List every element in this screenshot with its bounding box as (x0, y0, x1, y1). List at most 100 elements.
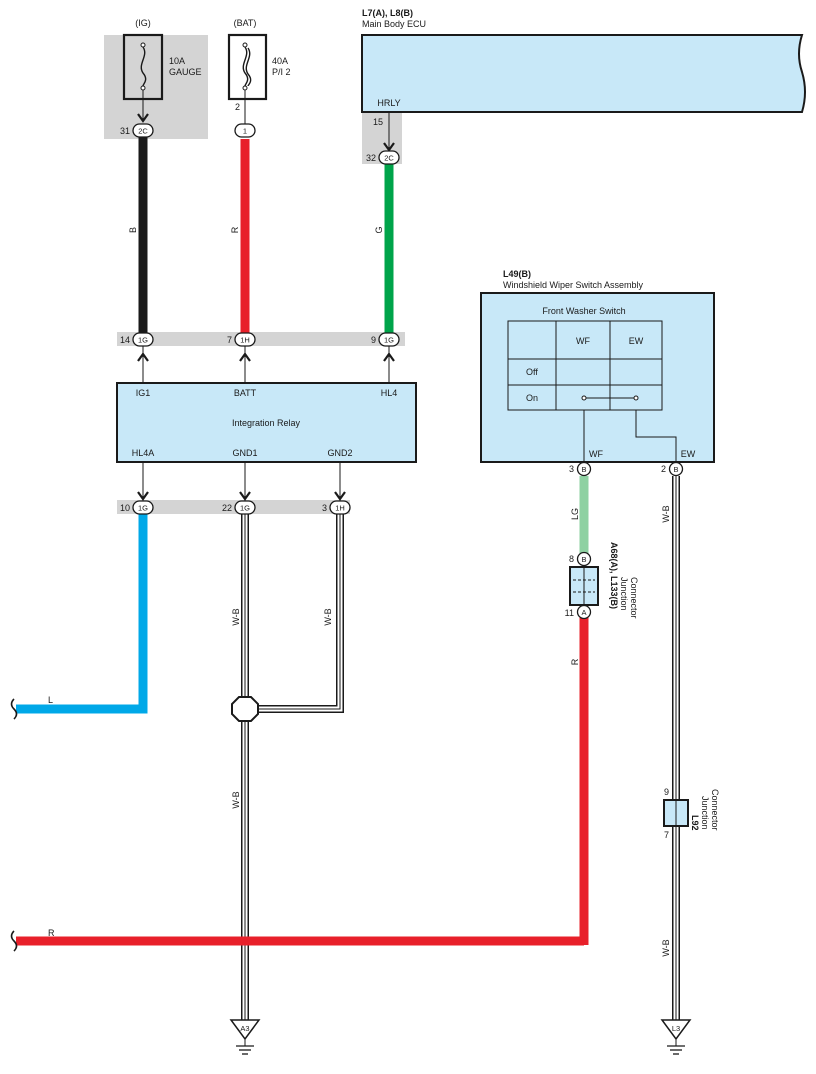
connector-code: B (673, 465, 678, 474)
pin-number: 14 (120, 335, 130, 345)
main-body-ecu: L7(A), L8(B) Main Body ECU HRLY 15 32 2C (361, 8, 806, 165)
junction-label: Junction (619, 577, 629, 611)
fuse-source-label: (IG) (135, 18, 151, 28)
bat-fuse: (BAT) 40A P/I 2 2 1 (227, 18, 291, 138)
connector-code: 1H (240, 336, 250, 345)
connector-capsule (329, 500, 351, 515)
junction-connector-a68: 8 B 11 A A68(A), L133(B) Junction Connec… (565, 542, 639, 620)
relay-terminal-ig1: IG1 (136, 388, 151, 398)
wire-label-l: L (48, 695, 53, 705)
pin-number: 31 (120, 126, 130, 136)
pin-number: 7 (227, 335, 232, 345)
connector-code: 2C (138, 127, 148, 136)
relay-terminal-gnd2: GND2 (327, 448, 352, 458)
wire-label-wb: W-B (661, 939, 671, 956)
ground-splice-point (231, 696, 259, 722)
wire-label-r: R (48, 928, 55, 938)
junction-label: Junction (700, 796, 710, 830)
ecu-ref: L7(A), L8(B) (362, 8, 413, 18)
connector-code: A (581, 608, 586, 617)
pin-number: 9 (371, 335, 376, 345)
relay-terminal-batt: BATT (234, 388, 257, 398)
wire-label-r: R (230, 226, 240, 233)
table-header-wf: WF (576, 336, 590, 346)
wire-label-lg: LG (570, 508, 580, 520)
wire-label-r: R (570, 658, 580, 665)
relay-terminal-hl4a: HL4A (132, 448, 155, 458)
ground-a3: A3 (229, 1019, 261, 1055)
table-header-ew: EW (629, 336, 644, 346)
relay-box (116, 382, 417, 463)
junction-label: Connector (629, 577, 639, 619)
fuse-icon (140, 46, 147, 87)
ground-l3: L3 (660, 1019, 692, 1055)
connector-code: 1H (335, 504, 345, 513)
pin-number: 2 (235, 102, 240, 112)
ground-code: A3 (240, 1024, 249, 1033)
wire-label-g: G (374, 226, 384, 233)
relay-terminal-gnd1: GND1 (232, 448, 257, 458)
connector-code: 2C (384, 154, 394, 163)
fuse-source-label: (BAT) (234, 18, 257, 28)
relay-top-connector-strip (117, 332, 405, 346)
wire-continuation-symbol (10, 698, 18, 720)
pin-number: 7 (664, 830, 669, 840)
fuse-name: GAUGE (169, 67, 202, 77)
junction-ref: L92 (690, 815, 700, 831)
ground-point-marker (660, 1019, 692, 1041)
wire-continuation-symbol (10, 930, 18, 952)
connector-circle (668, 461, 684, 477)
switch-box (480, 292, 715, 463)
switch-ref: L49(B) (503, 269, 531, 279)
wire-l-hl4a (16, 514, 148, 714)
pin-number: 9 (664, 787, 669, 797)
pin-number: 8 (569, 554, 574, 564)
connector-capsule (132, 123, 154, 138)
ig-fuse-panel (104, 35, 208, 139)
wire-wb-gnd2 (257, 514, 344, 713)
connector-code: 1G (138, 504, 148, 513)
fuse-rating: 10A (169, 56, 185, 66)
connector-code: 1G (138, 336, 148, 345)
relay-bottom-connectors: 10 1G 22 1G 3 1H (120, 462, 351, 515)
pin-number: 2 (661, 464, 666, 474)
connector-code: B (581, 465, 586, 474)
fuse-terminal (140, 42, 146, 48)
pin-number: 3 (322, 503, 327, 513)
pin-number: 15 (373, 117, 383, 127)
junction-ref: A68(A), L133(B) (609, 542, 619, 609)
junction-label: Connector (710, 789, 720, 831)
relay-name: Integration Relay (232, 418, 301, 428)
connector-code: 1G (384, 336, 394, 345)
connector-code: 1 (243, 127, 247, 136)
pin-number: 11 (565, 608, 574, 618)
integration-relay: IG1 BATT HL4 Integration Relay HL4A GND1… (116, 382, 417, 463)
wire-label-b: B (128, 227, 138, 233)
connector-capsule (378, 150, 400, 165)
fuse-terminal (140, 85, 146, 91)
table-row-off: Off (526, 367, 538, 377)
switch-table: WF EW Off On (507, 320, 663, 411)
ecu-box (361, 34, 806, 113)
switch-terminal-ew: EW (681, 449, 696, 459)
connector-code: 1G (240, 504, 250, 513)
fuse-rating: 40A (272, 56, 288, 66)
table-row-on: On (526, 393, 538, 403)
ecu-terminal-hrly: HRLY (377, 98, 400, 108)
junction-connector-l92: 9 7 L92 Junction Connector (663, 787, 720, 840)
wire-label-wb: W-B (323, 608, 333, 625)
pin-number: 10 (120, 503, 130, 513)
ground-point-marker (229, 1019, 261, 1041)
fuse-icon (242, 46, 249, 87)
pin-number: 22 (222, 503, 232, 513)
relay-top-connectors: 14 1G 7 1H 9 1G (120, 332, 400, 383)
relay-bottom-connector-strip (117, 500, 350, 514)
switch-name: Windshield Wiper Switch Assembly (503, 280, 644, 290)
pin-number: 3 (569, 464, 574, 474)
connector-circle (576, 461, 592, 477)
connector-circle (576, 551, 592, 567)
ground-code: L3 (672, 1024, 680, 1033)
connector-circle (576, 604, 592, 620)
relay-terminal-hl4: HL4 (381, 388, 398, 398)
